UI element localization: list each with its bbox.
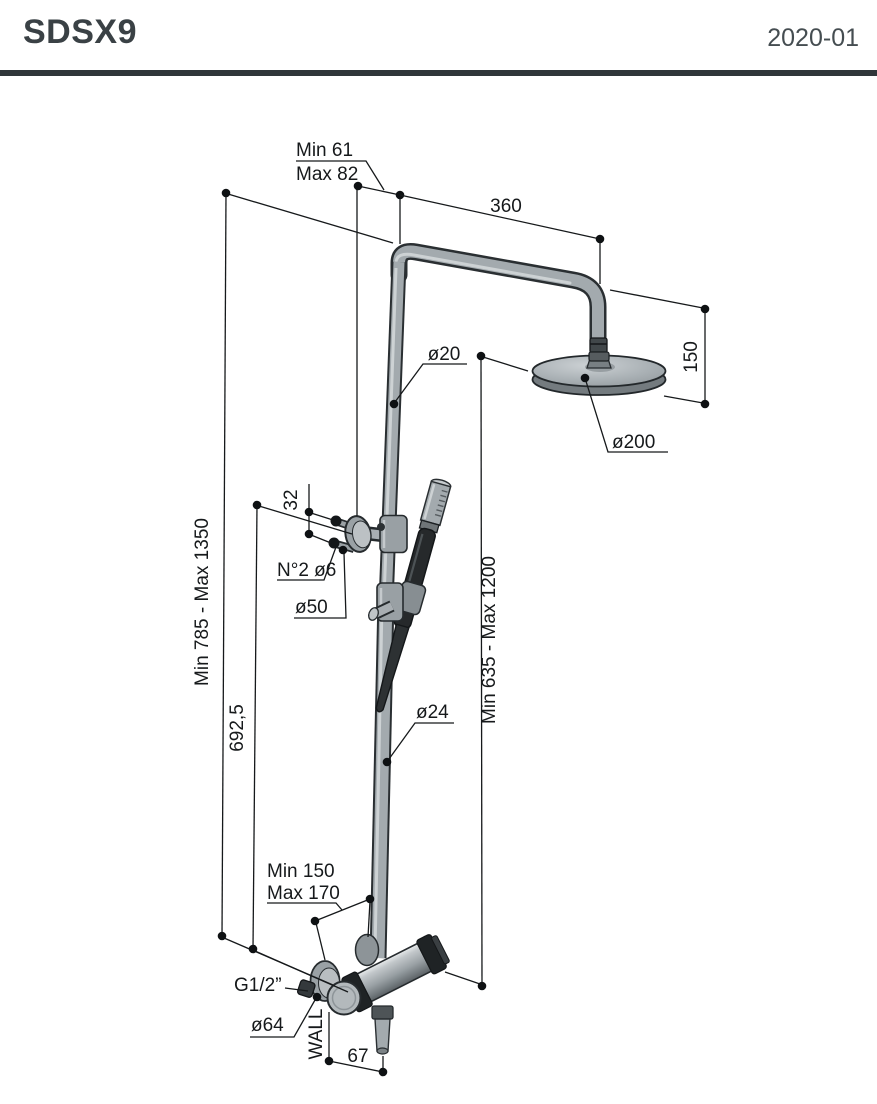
dim-label: Min 785 - Max 1350 xyxy=(192,518,213,686)
dim-bracket-screw-spacing: 32 xyxy=(281,484,334,544)
hose-outlet xyxy=(371,1005,394,1055)
page-title: SDSX9 xyxy=(23,13,137,51)
dim-label: ø64 xyxy=(251,1015,284,1036)
dim-riser-lower-diameter: ø24 xyxy=(382,702,454,767)
dim-label: ø24 xyxy=(416,702,449,723)
riser-pipe-lower xyxy=(369,597,395,959)
dim-label: Max 82 xyxy=(296,164,358,185)
bracket-flange xyxy=(344,515,372,553)
dim-head-drop: 150 xyxy=(609,289,710,409)
dim-label: 150 xyxy=(681,341,702,373)
slider-holder xyxy=(368,580,427,622)
dim-label: G1/2” xyxy=(234,975,282,996)
shower-arm xyxy=(390,243,607,351)
dim-valve-trim-diameter: ø64 xyxy=(250,992,322,1038)
dim-head-diameter: ø200 xyxy=(580,373,668,453)
dim-riser-upper-diameter: ø20 xyxy=(389,344,467,409)
dim-label: ø200 xyxy=(612,432,655,453)
dim-label: ø20 xyxy=(428,344,461,365)
dim-bracket-screws: N°2 ø6 xyxy=(277,546,337,581)
revision-label: 2020-01 xyxy=(767,24,859,52)
dim-flange-diameter: ø50 xyxy=(294,545,348,619)
dim-inlet-thread: G1/2” xyxy=(234,975,309,996)
dim-label: 67 xyxy=(347,1046,368,1067)
holder-knob xyxy=(368,607,379,621)
dim-handset-column-height: Min 635 - Max 1200 xyxy=(444,351,529,991)
dimension-annotations: Min 61 Max 82 360 150 xyxy=(192,140,710,1077)
bracket-clamp xyxy=(379,514,408,554)
inlet-nut xyxy=(297,979,316,998)
overhead-shower-head xyxy=(531,337,667,396)
dim-bracket-height: 692,5 xyxy=(227,500,353,993)
header-divider xyxy=(0,70,877,76)
dim-hose-offset: WALL 67 xyxy=(306,1008,388,1077)
shower-column xyxy=(297,243,667,1055)
dim-label: 692,5 xyxy=(227,704,248,752)
dim-label: N°2 ø6 xyxy=(277,560,336,581)
dim-label: ø50 xyxy=(295,597,328,618)
dim-label: Min 150 xyxy=(267,861,335,882)
dim-label: Min 635 - Max 1200 xyxy=(479,556,500,724)
dim-label: 32 xyxy=(281,489,302,510)
dim-inlet-spacing: Min 150 Max 170 xyxy=(267,861,375,961)
dim-label: Min 61 xyxy=(296,140,353,161)
dim-label: 360 xyxy=(490,196,522,217)
dim-wall-offset: Min 61 Max 82 xyxy=(296,140,405,516)
wall-label: WALL xyxy=(306,1008,327,1059)
rear-inlet-escutcheon xyxy=(354,933,380,967)
dim-label: Max 170 xyxy=(267,883,340,904)
dim-arm-length: 360 xyxy=(399,194,605,284)
